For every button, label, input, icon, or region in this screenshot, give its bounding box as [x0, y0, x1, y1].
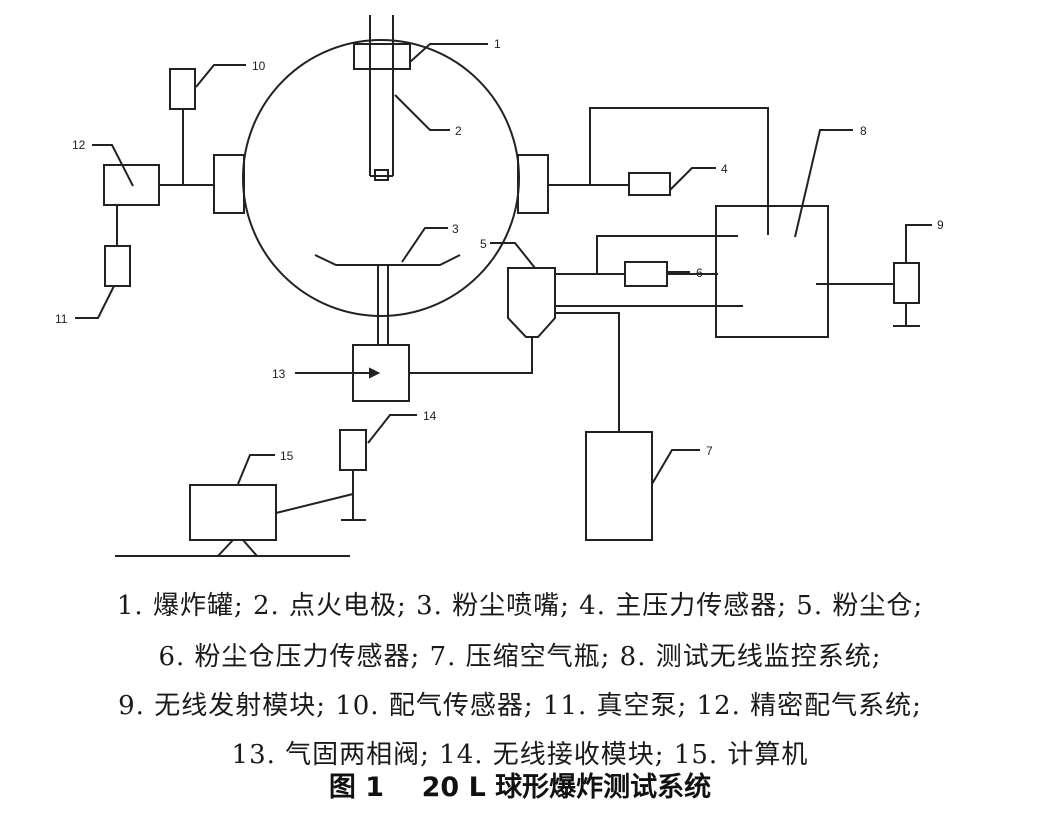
- dust-nozzle: [314, 254, 461, 345]
- legend-line-1: 1. 爆炸罐; 2. 点火电极; 3. 粉尘喷嘴; 4. 主压力传感器; 5. …: [116, 591, 924, 621]
- main-pressure-sensor: [628, 172, 671, 196]
- callout-7: 7: [706, 444, 713, 458]
- vessel-right-port: [517, 154, 549, 214]
- callout-4: 4: [721, 162, 728, 176]
- dust-chamber-outlet: [409, 337, 533, 374]
- vacuum-pump: [104, 245, 131, 287]
- wireless-receiver-module: [339, 429, 367, 471]
- callout-14: 14: [423, 409, 437, 423]
- callout-leaders: [75, 43, 932, 485]
- dust-chamber-pressure-sensor: [624, 261, 668, 287]
- computer-stand: [215, 539, 260, 557]
- vessel-left-port: [213, 154, 245, 214]
- compressed-air-bottle: [585, 431, 653, 541]
- legend-line-4: 13. 气固两相阀; 14. 无线接收模块; 15. 计算机: [231, 740, 809, 770]
- legend-line-2: 6. 粉尘仓压力传感器; 7. 压缩空气瓶; 8. 测试无线监控系统;: [158, 642, 882, 672]
- dust-chamber: [507, 267, 556, 338]
- wireless-monitoring-system: [715, 205, 829, 338]
- callout-5: 5: [480, 237, 487, 251]
- wireless-transmitter-module: [893, 262, 920, 304]
- callout-15: 15: [280, 449, 294, 463]
- callout-11: 11: [55, 312, 68, 326]
- callout-3: 3: [452, 222, 459, 236]
- figure-title: 20 L 球形爆炸测试系统: [421, 772, 712, 803]
- callout-arrowhead: [369, 367, 381, 379]
- callout-10: 10: [252, 59, 266, 73]
- callout-6: 6: [696, 266, 703, 280]
- figure-caption: 图 1 20 L 球形爆炸测试系统: [0, 765, 1040, 804]
- callout-8: 8: [860, 124, 867, 138]
- vessel-top-port: [353, 43, 411, 70]
- figure-number: 图 1: [328, 772, 384, 803]
- callout-2: 2: [455, 124, 462, 138]
- callout-9: 9: [937, 218, 944, 232]
- gas-distribution-sensor: [169, 68, 196, 110]
- callout-12: 12: [72, 138, 86, 152]
- computer: [189, 484, 277, 541]
- legend-line-3: 9. 无线发射模块; 10. 配气传感器; 11. 真空泵; 12. 精密配气系…: [118, 691, 922, 721]
- explosion-vessel: [242, 39, 520, 317]
- ignition-electrode: [369, 15, 394, 181]
- callout-13: 13: [272, 367, 286, 381]
- test-system-diagram: 1 2 3 4 5 6 7 8 9 10 11 12 13 14 15: [55, 15, 944, 557]
- callout-1: 1: [494, 37, 501, 51]
